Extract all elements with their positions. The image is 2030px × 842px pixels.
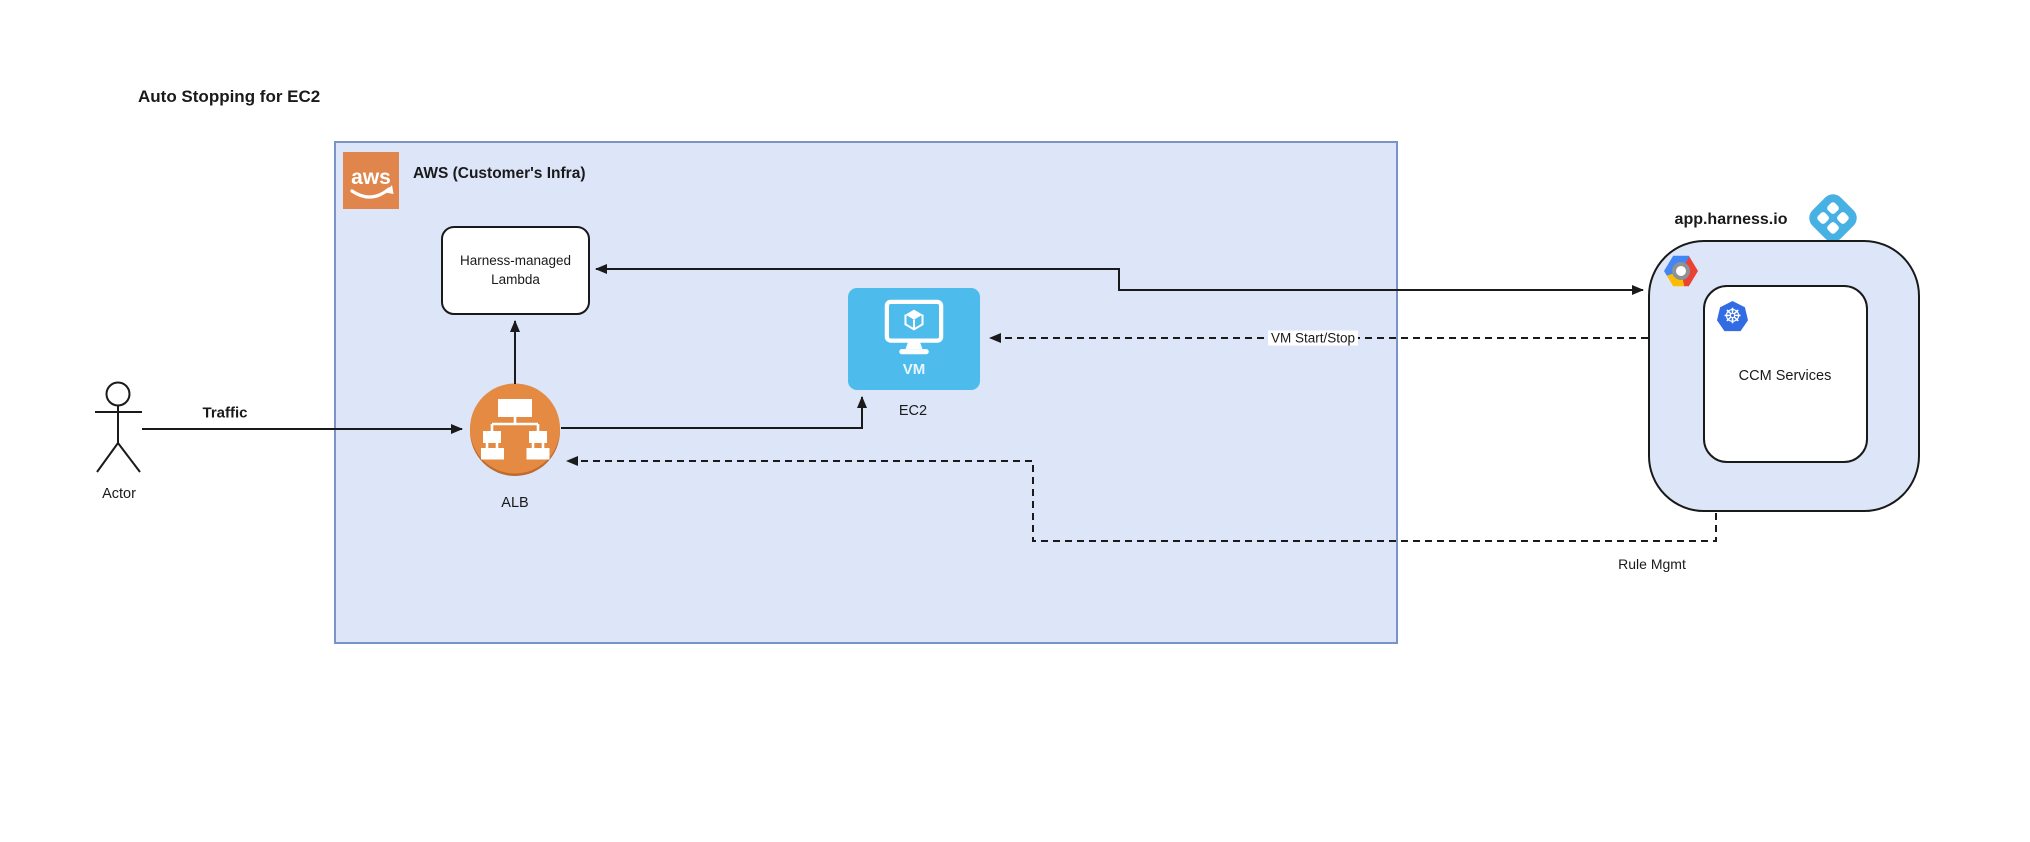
harness-logo-dot <box>1835 210 1850 226</box>
aws-container-title: AWS (Customer's Infra) <box>413 165 586 182</box>
actor-figure <box>88 378 150 478</box>
page-title: Auto Stopping for EC2 <box>138 87 321 106</box>
aws-logo-text: aws <box>351 166 391 189</box>
ec2-vm-node: VM <box>848 288 980 390</box>
harness-logo-icon <box>1804 189 1862 247</box>
traffic-edge-label: Traffic <box>202 404 248 422</box>
vm-monitor-icon <box>884 299 944 355</box>
alb-label: ALB <box>501 495 529 511</box>
actor-label: Actor <box>102 486 136 502</box>
rule-mgmt-edge-label: Rule Mgmt <box>1618 556 1686 572</box>
lambda-node: Harness-managed Lambda <box>441 226 590 315</box>
vm-start-stop-edge-label: VM Start/Stop <box>1267 330 1359 346</box>
stick-figure-icon <box>95 381 142 473</box>
vm-label: VM <box>902 361 926 378</box>
harness-title: app.harness.io <box>1674 211 1788 228</box>
harness-logo-dot <box>1825 201 1841 216</box>
lambda-label: Harness-managed Lambda <box>459 252 572 287</box>
ec2-label: EC2 <box>898 403 928 419</box>
harness-logo-dot <box>1825 220 1841 235</box>
harness-logo-dot <box>1816 210 1831 226</box>
alb-node <box>469 383 561 477</box>
ccm-services-label: CCM Services <box>1738 368 1832 384</box>
kubernetes-glyph: ☸ <box>1723 305 1742 328</box>
aws-logo-icon: aws <box>343 152 399 209</box>
aws-logo-art: aws <box>350 166 394 199</box>
alb-icon <box>470 383 560 476</box>
